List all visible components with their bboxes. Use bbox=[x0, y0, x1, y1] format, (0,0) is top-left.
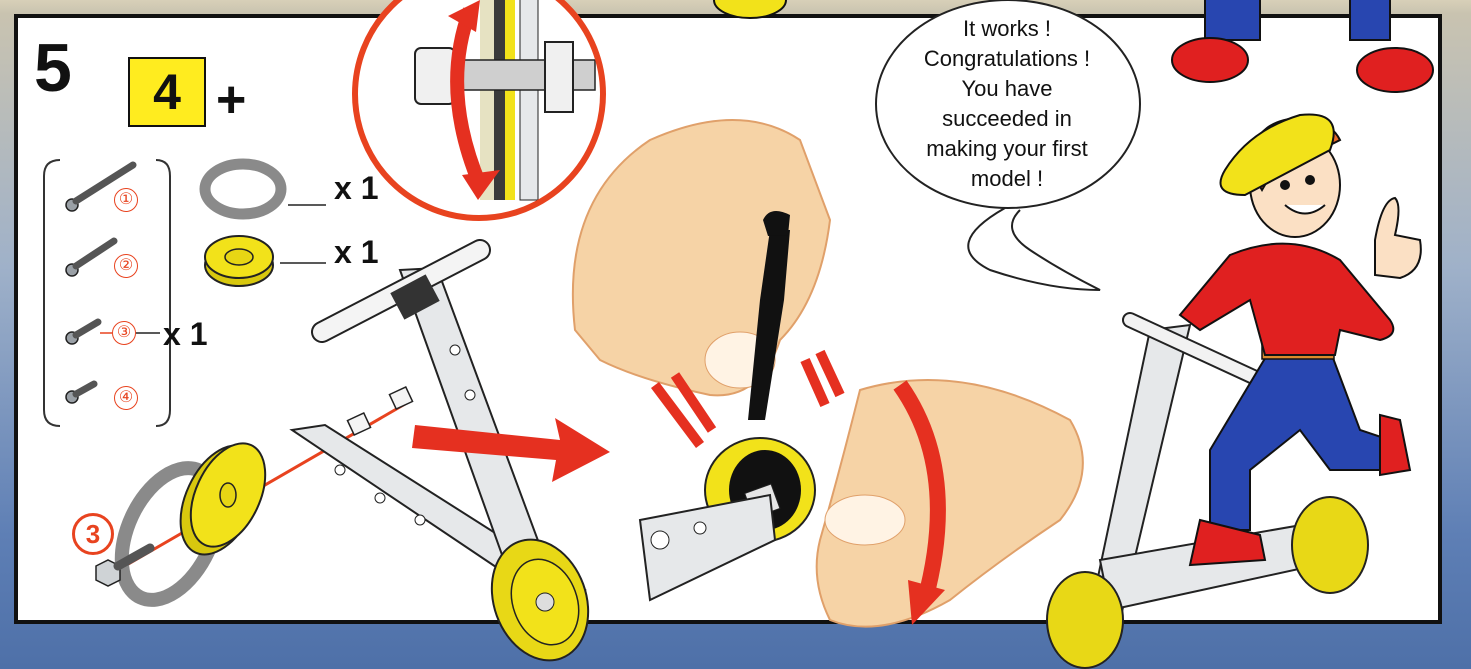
screw-callout-2: ② bbox=[114, 254, 138, 278]
screw-callout-3: ③ bbox=[112, 321, 136, 345]
speech-line: succeeded in bbox=[887, 104, 1127, 134]
screw-callout-4: ④ bbox=[114, 386, 138, 410]
previous-step-badge: 4 bbox=[128, 57, 206, 127]
speech-line: Congratulations ! bbox=[887, 44, 1127, 74]
speech-line: You have bbox=[887, 74, 1127, 104]
zoom-detail-circle bbox=[355, 0, 605, 220]
washer-quantity: x 1 bbox=[334, 172, 378, 204]
speech-line: making your first bbox=[887, 134, 1127, 164]
pulley-wheel-icon bbox=[205, 236, 326, 286]
cropped-wheel-top bbox=[714, 0, 786, 18]
washer-icon bbox=[205, 164, 326, 214]
screw-quantity: x 1 bbox=[163, 318, 207, 350]
pulley-wheel-icon bbox=[165, 432, 281, 567]
speech-line: model ! bbox=[887, 164, 1127, 194]
parts-bracket bbox=[44, 160, 170, 426]
speech-line: It works ! bbox=[887, 14, 1127, 44]
screw-icon bbox=[66, 241, 114, 276]
screw-3-callout: 3 bbox=[72, 513, 114, 555]
screw-icon bbox=[66, 384, 94, 403]
pulley-quantity: x 1 bbox=[334, 236, 378, 268]
plus-sign: + bbox=[216, 74, 246, 126]
step-number: 5 bbox=[34, 34, 72, 102]
screw-callout-1: ① bbox=[114, 188, 138, 212]
speech-bubble-text: It works ! Congratulations ! You have su… bbox=[887, 14, 1127, 194]
exploded-assembly bbox=[96, 250, 604, 669]
